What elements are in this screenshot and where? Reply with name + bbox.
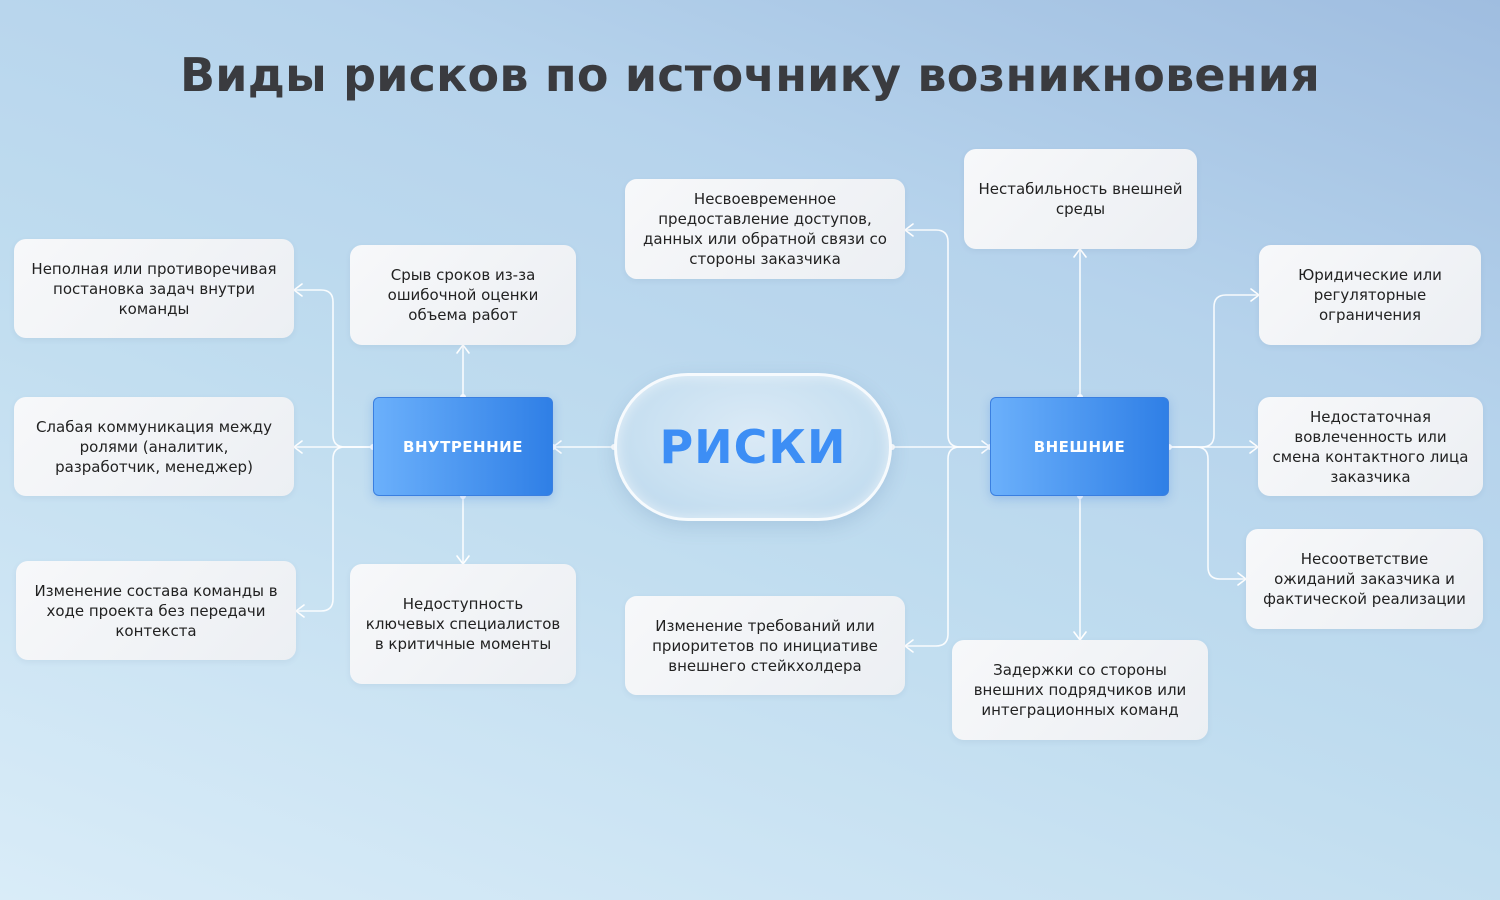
internal-risk-card: Неполная или противоречивая постановка з… (14, 239, 294, 338)
external-risk-card: Несоответствие ожиданий заказчика и факт… (1246, 529, 1483, 629)
internal-risk-card: Недоступность ключевых специалистов в кр… (350, 564, 576, 684)
hub-internal: ВНУТРЕННИЕ (373, 397, 553, 496)
external-risk-card: Изменение требований или приоритетов по … (625, 596, 905, 695)
external-risk-card: Задержки со стороны внешних подрядчиков … (952, 640, 1208, 740)
external-risk-card: Нестабильность внешней среды (964, 149, 1197, 249)
external-risk-card: Юридические или регуляторные ограничения (1259, 245, 1481, 345)
external-risk-card: Недостаточная вовлеченность или смена ко… (1258, 397, 1483, 496)
center-node-risks: РИСКИ (614, 373, 892, 521)
external-risk-card: Несвоевременное предоставление доступов,… (625, 179, 905, 279)
hub-external: ВНЕШНИЕ (990, 397, 1169, 496)
internal-risk-card: Срыв сроков из-за ошибочной оценки объем… (350, 245, 576, 345)
internal-risk-card: Изменение состава команды в ходе проекта… (16, 561, 296, 660)
internal-risk-card: Слабая коммуникация между ролями (аналит… (14, 397, 294, 496)
page-title: Виды рисков по источнику возникновения (180, 48, 1320, 102)
